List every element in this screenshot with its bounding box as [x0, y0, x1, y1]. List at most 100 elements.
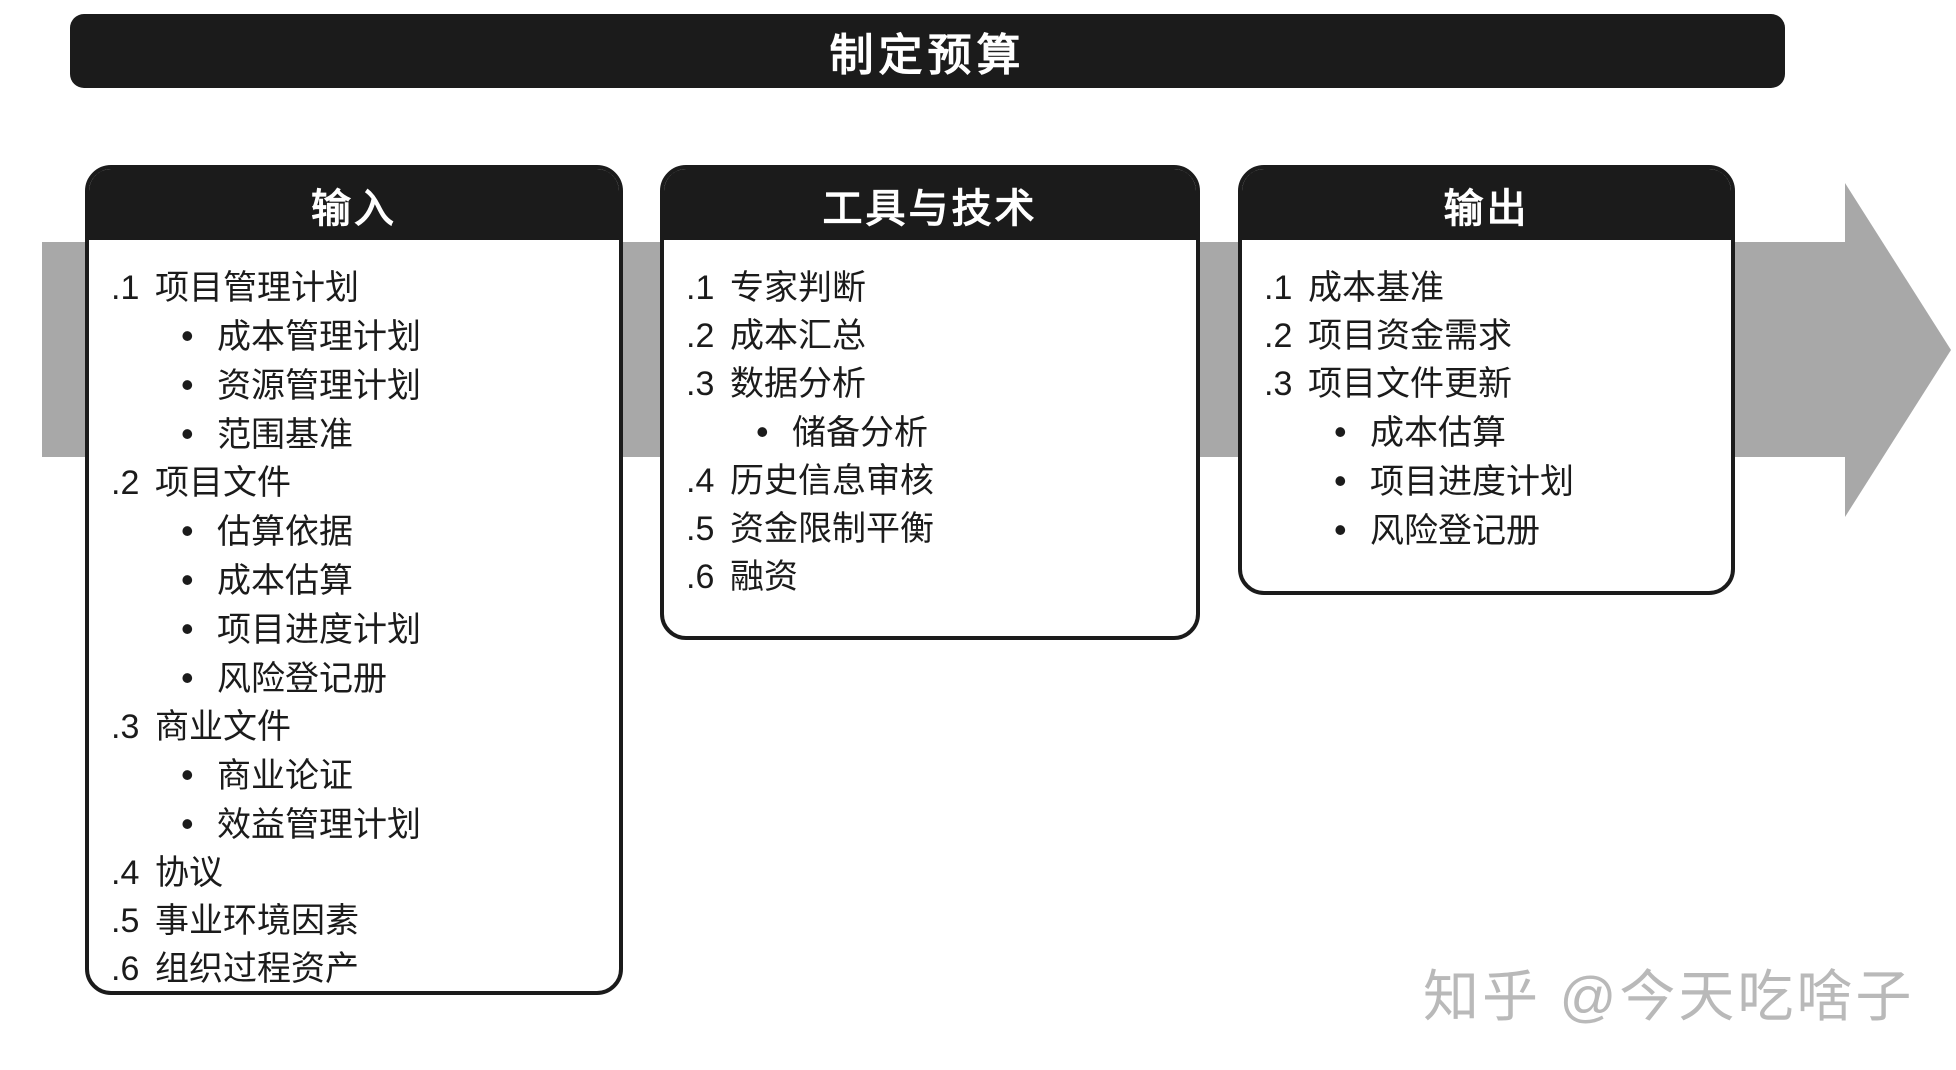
bullet-icon: •	[181, 364, 194, 405]
item-number: .2	[111, 464, 140, 502]
item-label: 协议	[155, 854, 223, 892]
box-title: 工具与技术	[822, 186, 1038, 231]
item-label: 风险登记册	[1370, 512, 1540, 550]
item-label: 成本估算	[1370, 414, 1506, 452]
list-item: • 风险登记册	[1242, 506, 1731, 555]
bullet-icon: •	[181, 608, 194, 649]
item-label: 资金限制平衡	[730, 510, 934, 548]
item-label: 项目文件	[155, 464, 291, 502]
item-label: 专家判断	[730, 269, 866, 307]
list-item: .1 项目管理计划	[89, 264, 619, 312]
bullet-icon: •	[181, 754, 194, 795]
bullet-icon: •	[1334, 509, 1347, 550]
list-item: • 估算依据	[89, 507, 619, 556]
item-number: .3	[686, 365, 715, 403]
item-label: 成本基准	[1308, 269, 1444, 307]
item-number: .2	[686, 317, 715, 355]
list-item: .4 协议	[89, 849, 619, 897]
list-item: .2 项目文件	[89, 459, 619, 507]
box-body: .1 成本基准 .2 项目资金需求 .3 项目文件更新 • 成本估算 • 项目进度计划 • 风险登记册	[1242, 240, 1731, 555]
list-item: .1 专家判断	[664, 264, 1196, 312]
list-item: • 风险登记册	[89, 654, 619, 703]
box-header: 工具与技术	[664, 169, 1196, 240]
item-label: 组织过程资产	[155, 950, 359, 988]
item-number: .1	[1264, 269, 1293, 307]
item-label: 成本汇总	[730, 317, 866, 355]
item-number: .1	[686, 269, 715, 307]
item-label: 成本管理计划	[217, 318, 421, 356]
item-label: 风险登记册	[217, 660, 387, 698]
item-label: 项目进度计划	[1370, 463, 1574, 501]
item-number: .4	[111, 854, 140, 892]
item-number: .6	[111, 950, 140, 988]
item-label: 储备分析	[792, 414, 928, 452]
item-label: 资源管理计划	[217, 367, 421, 405]
item-number: .5	[686, 510, 715, 548]
list-item: .6 融资	[664, 553, 1196, 601]
box-header: 输出	[1242, 169, 1731, 240]
list-item: • 商业论证	[89, 751, 619, 800]
bullet-icon: •	[756, 411, 769, 452]
item-label: 数据分析	[730, 365, 866, 403]
list-item: • 成本估算	[89, 556, 619, 605]
list-item: .2 成本汇总	[664, 312, 1196, 360]
process-title: 制定预算	[829, 31, 1026, 80]
inputs-box: 输入 .1 项目管理计划 • 成本管理计划 • 资源管理计划 • 范围基准 .2 项目文件 • 估算依…	[85, 165, 623, 995]
item-label: 项目管理计划	[155, 269, 359, 307]
bullet-icon: •	[181, 559, 194, 600]
list-item: .1 成本基准	[1242, 264, 1731, 312]
item-label: 商业论证	[217, 757, 353, 795]
item-label: 项目进度计划	[217, 611, 421, 649]
box-title: 输出	[1443, 186, 1530, 231]
watermark: 知乎 @今天吃啥子	[1423, 965, 1915, 1028]
outputs-box: 输出 .1 成本基准 .2 项目资金需求 .3 项目文件更新 • 成本估算 • 项目进度计划 • 风险…	[1238, 165, 1735, 595]
box-body: .1 专家判断 .2 成本汇总 .3 数据分析 • 储备分析 .4 历史信息审核 .5 资金限制平衡.…	[664, 240, 1196, 601]
box-header: 输入	[89, 169, 619, 240]
list-item: • 成本估算	[1242, 408, 1731, 457]
item-number: .3	[111, 708, 140, 746]
list-item: • 储备分析	[664, 408, 1196, 457]
item-number: .5	[111, 902, 140, 940]
list-item: .5 资金限制平衡	[664, 505, 1196, 553]
item-label: 项目文件更新	[1308, 365, 1512, 403]
item-label: 事业环境因素	[155, 902, 359, 940]
list-item: .3 项目文件更新	[1242, 360, 1731, 408]
list-item: • 项目进度计划	[89, 605, 619, 654]
box-title: 输入	[311, 186, 397, 231]
item-number: .3	[1264, 365, 1293, 403]
list-item: • 成本管理计划	[89, 312, 619, 361]
item-label: 估算依据	[217, 513, 353, 551]
list-item: .3 数据分析	[664, 360, 1196, 408]
box-body: .1 项目管理计划 • 成本管理计划 • 资源管理计划 • 范围基准 .2 项目文件 • 估算依据 • 成…	[89, 240, 619, 991]
item-number: .2	[1264, 317, 1293, 355]
list-item: • 资源管理计划	[89, 361, 619, 410]
item-number: .6	[686, 558, 715, 596]
arrow-head-icon	[1845, 183, 1951, 517]
bullet-icon: •	[1334, 411, 1347, 452]
list-item: .3 商业文件	[89, 703, 619, 751]
item-label: 历史信息审核	[730, 462, 934, 500]
item-label: 商业文件	[155, 708, 291, 746]
bullet-icon: •	[181, 413, 194, 454]
tools-and-techniques-box: 工具与技术 .1 专家判断 .2 成本汇总 .3 数据分析 • 储备分析 .4 历史信息审核 .5 资…	[660, 165, 1200, 640]
list-item: • 效益管理计划	[89, 800, 619, 849]
list-item: .6 组织过程资产	[89, 945, 619, 991]
bullet-icon: •	[181, 315, 194, 356]
item-label: 范围基准	[217, 416, 353, 454]
bullet-icon: •	[1334, 460, 1347, 501]
item-number: .4	[686, 462, 715, 500]
bullet-icon: •	[181, 803, 194, 844]
list-item: • 范围基准	[89, 410, 619, 459]
item-label: 项目资金需求	[1308, 317, 1512, 355]
list-item: .4 历史信息审核	[664, 457, 1196, 505]
item-label: 效益管理计划	[217, 806, 421, 844]
item-label: 融资	[730, 558, 798, 596]
list-item: .5 事业环境因素	[89, 897, 619, 945]
item-label: 成本估算	[217, 562, 353, 600]
title-banner: 制定预算	[70, 14, 1785, 88]
list-item: .2 项目资金需求	[1242, 312, 1731, 360]
bullet-icon: •	[181, 657, 194, 698]
bullet-icon: •	[181, 510, 194, 551]
item-number: .1	[111, 269, 140, 307]
